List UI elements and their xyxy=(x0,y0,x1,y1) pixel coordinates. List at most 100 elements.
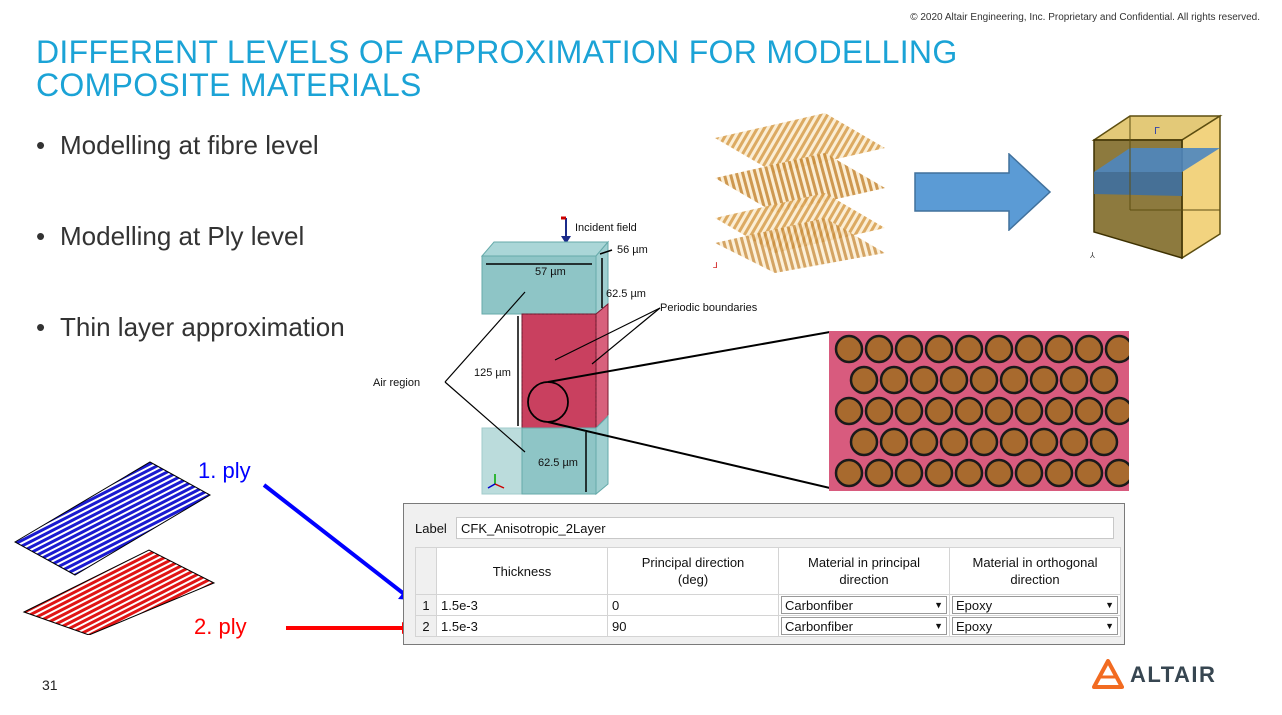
fibre-circle xyxy=(1089,365,1119,395)
dim-62-bottom-label: 62.5 µm xyxy=(538,457,578,469)
fibre-circle xyxy=(1014,458,1044,488)
periodic-boundaries-label: Periodic boundaries xyxy=(660,302,758,314)
dim-62-top-label: 62.5 µm xyxy=(606,288,646,300)
fibre-circle xyxy=(1059,427,1089,457)
ply-arrows xyxy=(262,483,416,634)
principal-material-cell[interactable]: Carbonfiber▼ xyxy=(778,594,950,616)
altair-logo-icon xyxy=(1092,659,1124,689)
select-value: Epoxy xyxy=(956,618,993,634)
altair-logo-text: ALTAIR xyxy=(1130,662,1217,687)
dim-57-label: 57 µm xyxy=(535,266,566,278)
fibre-circle xyxy=(834,396,864,426)
svg-text:⅄: ⅄ xyxy=(1089,251,1095,260)
thickness-cell[interactable]: 1.5e-3 xyxy=(436,594,608,616)
fibre-circle xyxy=(1074,396,1104,426)
unit-cell-diagram xyxy=(444,216,830,496)
fibre-circle xyxy=(969,427,999,457)
fibre-circle xyxy=(924,458,954,488)
header-principal-direction[interactable]: Principal direction (deg) xyxy=(607,547,779,595)
orthogonal-material-select[interactable]: Epoxy ▼ xyxy=(952,617,1118,635)
slide-title: DIFFERENT LEVELS OF APPROXIMATION FOR MO… xyxy=(36,34,958,103)
principal-material-cell[interactable]: Carbonfiber ▼ xyxy=(778,615,950,637)
fibre-circle xyxy=(1104,458,1129,488)
page-number: 31 xyxy=(42,677,58,693)
fibre-circle xyxy=(879,427,909,457)
fibre-circle xyxy=(924,334,954,364)
fibre-circle xyxy=(1044,458,1074,488)
air-region-label: Air region xyxy=(373,377,421,389)
fibre-circle xyxy=(939,427,969,457)
header-orthogonal-material[interactable]: Material in orthogonal direction xyxy=(949,547,1121,595)
direction-cell[interactable]: 0 xyxy=(607,594,779,616)
fibre-cross-section-image xyxy=(829,331,1129,491)
fibre-circle xyxy=(999,365,1029,395)
fibre-circle xyxy=(1074,458,1104,488)
fibre-circle xyxy=(1029,365,1059,395)
thin-layer-cube-image: Γ ⅄ xyxy=(1089,114,1223,260)
ply-sheets-image xyxy=(13,461,216,635)
fibre-circle xyxy=(879,365,909,395)
fibre-circle xyxy=(864,396,894,426)
fibre-circle xyxy=(894,396,924,426)
fibre-circle xyxy=(1014,396,1044,426)
svg-text:Γ: Γ xyxy=(1154,126,1160,137)
orthogonal-material-cell[interactable]: Epoxy ▼ xyxy=(949,615,1121,637)
header-principal-material[interactable]: Material in principal direction xyxy=(778,547,950,595)
ply-1-label: 1. ply xyxy=(198,458,251,483)
table-row: 1 1.5e-3 0 Carbonfiber▼ Epoxy▼ xyxy=(415,594,1121,616)
select-value: Epoxy xyxy=(956,597,993,613)
fibre-stack-image: ⅃ xyxy=(713,113,885,273)
fibre-circle xyxy=(1074,334,1104,364)
bullet-thin-layer: •Thin layer approximation xyxy=(36,312,345,342)
fibre-circle xyxy=(1104,334,1129,364)
dim-125-label: 125 µm xyxy=(474,367,511,379)
fibre-circle xyxy=(984,334,1014,364)
fibre-circle xyxy=(834,334,864,364)
fibre-circle xyxy=(1059,365,1089,395)
thickness-cell[interactable]: 1.5e-3 xyxy=(436,615,608,637)
right-arrow-icon xyxy=(914,153,1052,231)
fibre-circle xyxy=(954,458,984,488)
fibre-circle xyxy=(1044,396,1074,426)
principal-material-select[interactable]: Carbonfiber ▼ xyxy=(781,617,947,635)
principal-material-select[interactable]: Carbonfiber▼ xyxy=(781,596,947,614)
fibre-circle xyxy=(939,365,969,395)
fibre-circle xyxy=(954,334,984,364)
dim-56-label: 56 µm xyxy=(617,244,648,256)
layers-table: Thickness Principal direction (deg) Mate… xyxy=(415,547,1121,637)
fibre-circle xyxy=(834,458,864,488)
ply-2-label: 2. ply xyxy=(194,614,247,639)
fibre-circle xyxy=(1044,334,1074,364)
bullet-text: Modelling at Ply level xyxy=(60,221,305,251)
dropdown-arrow-icon[interactable]: ▼ xyxy=(1105,600,1114,610)
orthogonal-material-cell[interactable]: Epoxy ▼ xyxy=(949,594,1121,616)
fibre-circle xyxy=(909,427,939,457)
select-value: Carbonfiber xyxy=(785,618,853,634)
table-row: 2 1.5e-3 90 Carbonfiber▼ Epoxy▼ xyxy=(415,615,1121,637)
fibre-circle xyxy=(954,396,984,426)
fibre-circle xyxy=(894,334,924,364)
table-header-row: Thickness Principal direction (deg) Mate… xyxy=(415,547,1121,595)
fibre-circle xyxy=(1029,427,1059,457)
direction-cell[interactable]: 90 xyxy=(607,615,779,637)
dropdown-arrow-icon[interactable]: ▼ xyxy=(934,621,943,631)
fibre-circle xyxy=(969,365,999,395)
fibre-circle xyxy=(864,334,894,364)
fibre-circle xyxy=(1014,334,1044,364)
fibre-circle xyxy=(849,365,879,395)
header-thickness[interactable]: Thickness xyxy=(436,547,608,595)
label-input[interactable]: CFK_Anisotropic_2Layer xyxy=(456,517,1114,539)
incident-field-label: Incident field xyxy=(575,222,637,234)
dropdown-arrow-icon[interactable]: ▼ xyxy=(1105,621,1114,631)
fibre-circle xyxy=(999,427,1029,457)
fibre-circle xyxy=(1104,396,1129,426)
fibre-circle xyxy=(864,458,894,488)
fibre-circle xyxy=(894,458,924,488)
orthogonal-material-select[interactable]: Epoxy ▼ xyxy=(952,596,1118,614)
row-number-header xyxy=(415,547,437,595)
dropdown-arrow-icon[interactable]: ▼ xyxy=(934,600,943,610)
bullet-ply-level: •Modelling at Ply level xyxy=(36,221,305,251)
layered-material-dialog: Label CFK_Anisotropic_2Layer Thickness P… xyxy=(403,503,1125,645)
label-caption: Label xyxy=(415,521,447,536)
fibre-circle xyxy=(1089,427,1119,457)
